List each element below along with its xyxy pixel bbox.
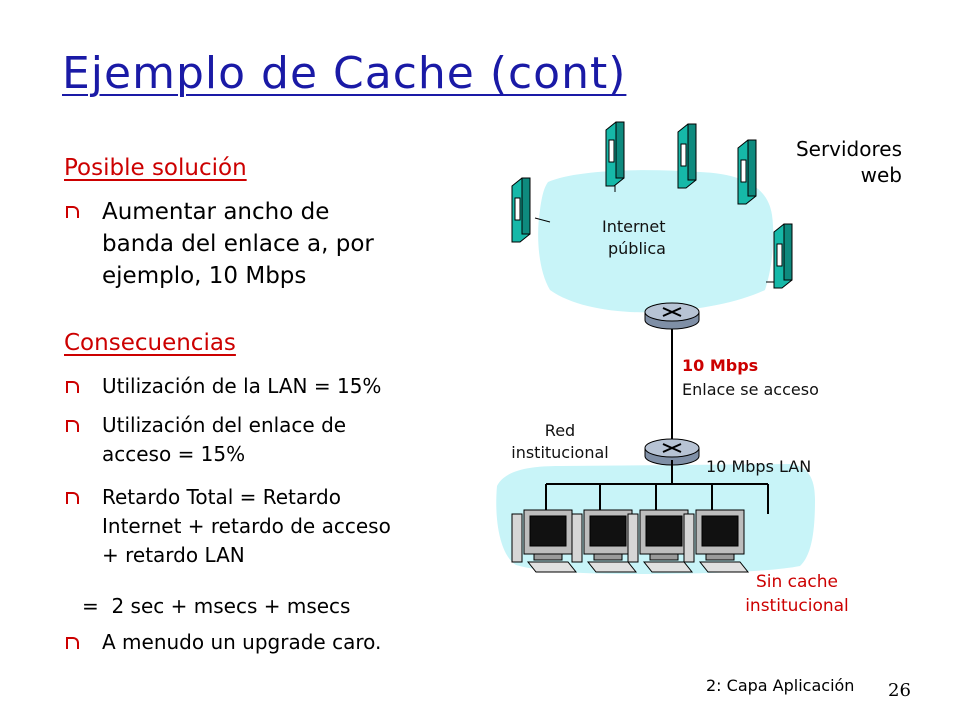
bullet-icon [66,381,79,393]
slide-title: Ejemplo de Cache (cont) [62,48,627,99]
consequence-bullet-2: Utilización del enlace de acceso = 15% [102,411,346,469]
internet-label: Internet pública [602,216,666,260]
solution-line-2: banda del enlace a, por [102,231,374,257]
bullet-icon [66,637,79,649]
no-cache-label: Sin cache institucional [712,570,882,618]
internet-label-line-1: Internet [602,217,666,236]
lan-label: 10 Mbps LAN [706,457,812,476]
institutional-network-label: Red institucional [500,420,620,464]
router-icon [644,438,700,466]
internet-cloud [538,170,774,313]
server-icon [605,121,625,187]
server-icon [511,177,531,243]
bullet3-line-2: Internet + retardo de acceso [102,514,391,538]
network-label-line-2: institucional [511,443,609,462]
servers-label: Servidores web [756,136,902,188]
network-label-line-1: Red [544,421,576,440]
router-icon [644,302,700,330]
total-delay-equation: = 2 sec + msecs + msecs [82,594,351,618]
consequence-bullet-1: Utilización de la LAN = 15% [102,374,382,398]
bullet2-line-2: acceso = 15% [102,442,246,466]
bullet2-line-1: Utilización del enlace de [102,413,347,437]
workstation-icon [627,509,694,573]
internet-label-line-2: pública [608,239,666,258]
bullet3-line-1: Retardo Total = Retardo [102,485,341,509]
consequence-bullet-3: Retardo Total = Retardo Internet + retar… [102,483,391,570]
page-number: 26 [888,680,911,701]
heading-solution: Posible solución [64,155,247,181]
server-icon [677,123,697,189]
server-icon [737,139,757,205]
footer-chapter: 2: Capa Aplicación [706,676,855,695]
bullet3-line-3: + retardo LAN [102,543,245,567]
no-cache-line-2: institucional [745,596,849,616]
link-label: Enlace se acceso [682,380,819,399]
no-cache-line-1: Sin cache [755,572,839,592]
servers-label-line-2: web [860,163,902,187]
solution-line-3: ejemplo, 10 Mbps [102,263,307,289]
solution-line-1: Aumentar ancho de [102,199,330,225]
servers-label-line-1: Servidores [795,137,902,161]
workstation-icon [571,509,638,573]
server-icon [773,223,793,289]
workstation-icon [683,509,750,573]
consequence-bullet-4: A menudo un upgrade caro. [102,630,382,654]
link-speed-label: 10 Mbps [682,356,759,375]
bullet-icon [66,492,79,504]
solution-bullet: Aumentar ancho de banda del enlace a, po… [102,196,374,292]
heading-consequences: Consecuencias [64,330,236,356]
bullet-icon [66,420,79,432]
bullet-icon [66,206,79,218]
workstation-icon [511,509,578,573]
